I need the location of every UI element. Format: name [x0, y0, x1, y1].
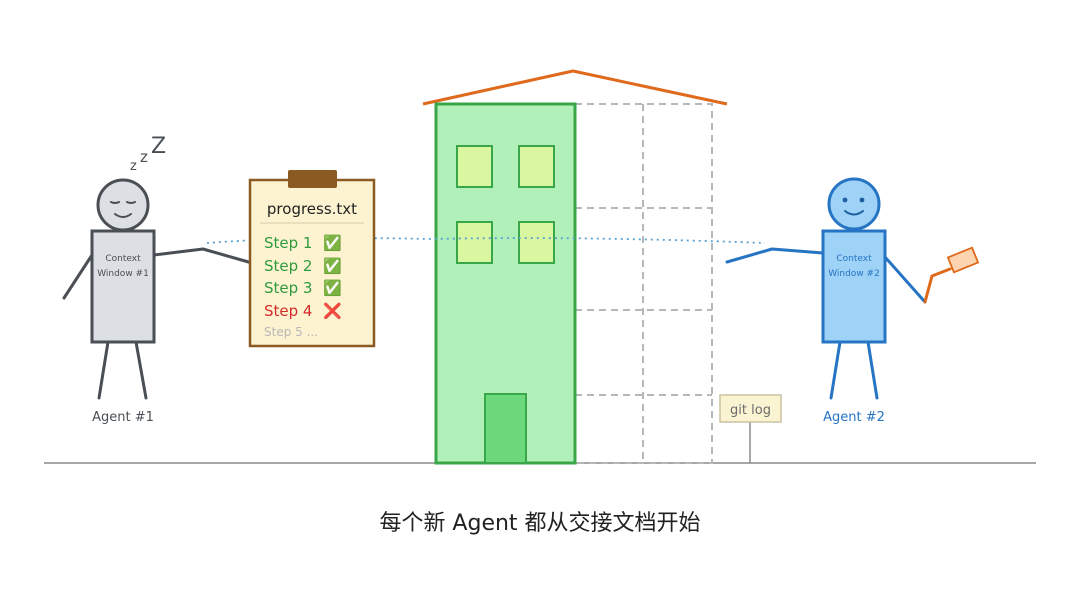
agent-2-right-arm — [883, 255, 927, 304]
agent-2-hand-arm-orange — [923, 267, 952, 304]
agent-2-context-line2: Window #2 — [828, 269, 880, 279]
agent-2-head — [827, 177, 881, 231]
clipboard-title: progress.txt — [267, 200, 357, 218]
agent-1-context-window — [90, 229, 156, 344]
agent-2: Context Window #2 Agent #2 — [725, 177, 980, 425]
agent-2-context-line1: Context — [836, 254, 872, 264]
step-1-check-icon: ✅ — [323, 234, 342, 252]
agent-1-head — [96, 178, 150, 232]
agent-1-closed-eyes — [110, 201, 136, 204]
window-2 — [518, 145, 555, 188]
progress-clipboard: progress.txt Step 1 ✅ Step 2 ✅ Step 3 ✅ … — [248, 170, 376, 348]
agent-2-left-eye — [842, 197, 848, 203]
sleep-z-small: z — [130, 159, 137, 174]
agent-1-legs — [97, 340, 148, 400]
step-3-check-icon: ✅ — [323, 279, 342, 297]
agent-1: z z Z Context Window #1 Agent #1 — [62, 134, 254, 425]
step-2-check-icon: ✅ — [323, 257, 342, 275]
handoff-dotted-line — [206, 237, 766, 244]
step-3-text: Step 3 — [264, 279, 312, 297]
clipboard-clip — [288, 170, 337, 188]
agent-2-legs — [829, 340, 879, 400]
agent-2-label: Agent #2 — [823, 410, 885, 425]
caption: 每个新 Agent 都从交接文档开始 — [379, 511, 700, 536]
agent-1-right-arm — [152, 247, 254, 265]
git-log-sign: git log — [719, 394, 782, 463]
sleep-z-large: Z — [151, 134, 166, 159]
agent-1-context-line2: Window #1 — [97, 269, 149, 279]
building-door — [484, 393, 527, 464]
agent-1-smile — [114, 213, 132, 218]
agent-2-left-arm — [725, 247, 825, 264]
step-4-cross-icon: ❌ — [323, 302, 342, 320]
agent-2-right-eye — [859, 197, 865, 203]
step-4-text: Step 4 — [264, 302, 312, 320]
building — [422, 69, 728, 465]
step-2-text: Step 2 — [264, 257, 312, 275]
agent-1-label: Agent #1 — [92, 410, 154, 425]
sleep-z-medium: z — [140, 148, 148, 166]
unfinished-building-outline — [574, 103, 713, 464]
git-log-label: git log — [730, 403, 771, 418]
agent-2-context-window — [821, 229, 887, 344]
agent-1-context-line1: Context — [105, 254, 141, 264]
agent-2-smile — [844, 210, 864, 216]
step-5-text: Step 5 ... — [264, 325, 318, 339]
handoff-document-icon — [946, 246, 980, 274]
window-1 — [456, 145, 493, 188]
window-4 — [518, 221, 555, 264]
agent-1-left-arm — [62, 253, 94, 300]
roof — [422, 69, 728, 106]
window-3 — [456, 221, 493, 264]
step-1-text: Step 1 — [264, 234, 312, 252]
clipboard-board — [248, 178, 376, 348]
